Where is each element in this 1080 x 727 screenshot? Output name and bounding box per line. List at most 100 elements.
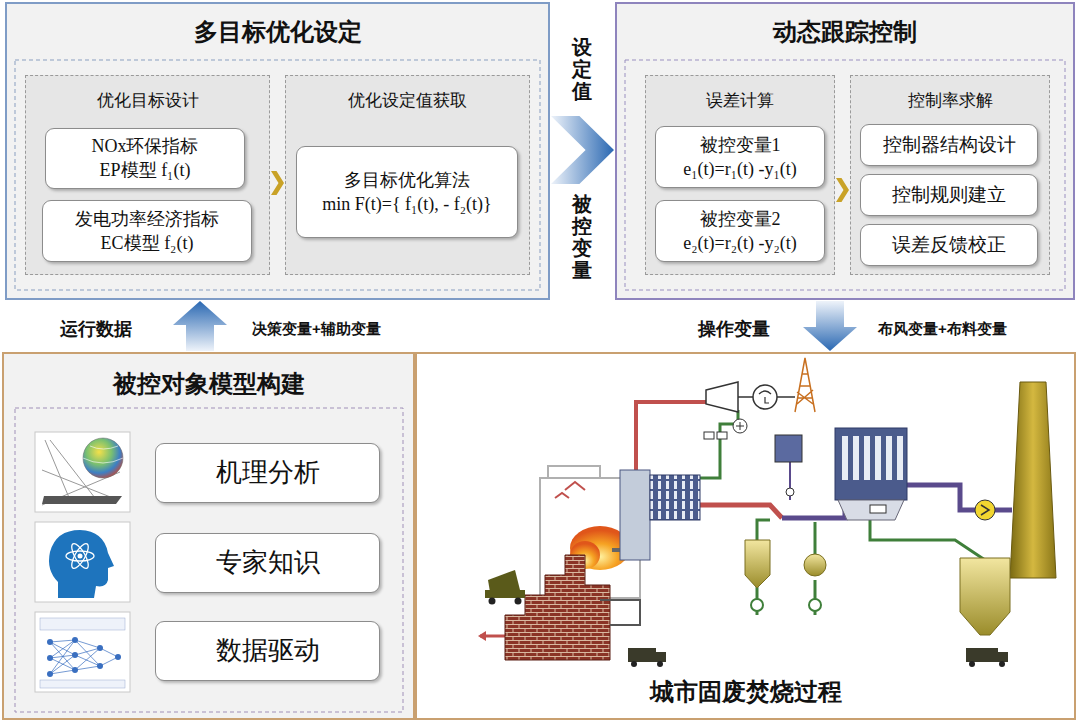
process-box: 误差反馈校正: [860, 224, 1038, 266]
drawing-part: [69, 541, 92, 570]
process-box: 控制器结构设计: [860, 124, 1038, 166]
data-driven-icon: [35, 612, 130, 692]
drawing-part: [555, 482, 585, 498]
drawing-part: [870, 505, 886, 513]
box-text: 数据驱动: [216, 633, 320, 668]
drawing-part: [999, 661, 1005, 667]
drawing-part: [998, 652, 1008, 662]
drawing-part: [515, 598, 522, 605]
drawing-part: [72, 652, 78, 658]
drawing-part: [853, 436, 859, 480]
drawing-part: [485, 590, 525, 598]
expert-icon: [35, 522, 130, 602]
drawing-part: [745, 540, 770, 588]
drawing-part: [47, 639, 53, 645]
drawing-part: [969, 661, 975, 667]
section-panel: 被控对象模型构建机理分析专家知识数据驱动: [2, 352, 415, 720]
drawing-part: [2, 352, 415, 720]
drawing-part: [995, 508, 1012, 513]
box-text: 专家知识: [216, 545, 320, 580]
drawing-part: [628, 648, 666, 662]
mechanism-icon: [35, 432, 130, 512]
process-box: 机理分析: [155, 443, 380, 503]
drawing-part: [1010, 382, 1056, 578]
drawing-part: [40, 680, 125, 688]
drawing-part: [809, 599, 821, 611]
drawing-part: [620, 470, 650, 560]
drawing-part: [47, 671, 53, 677]
drawing-part: [650, 475, 700, 520]
drawing-part: [625, 60, 1065, 290]
drawing-part: [50, 640, 118, 674]
drawing-part: [777, 396, 795, 398]
drawing-part: [115, 654, 121, 660]
drawing-part: [717, 432, 727, 439]
box-text: 控制规则建立: [892, 182, 1006, 208]
drawing-part: [35, 432, 130, 512]
drawing-part: [83, 446, 123, 463]
edge-label: 设定值: [572, 36, 592, 102]
section-panel: 城市固废焚烧过程: [415, 352, 1076, 720]
drawing-part: [704, 432, 714, 439]
drawing-part: [905, 485, 975, 510]
box-text: 机理分析: [216, 455, 320, 490]
process-box: 被控变量2 e₂(t)=r₂(t) -y₂(t): [655, 200, 825, 262]
group-box: 控制率求解控制器结构设计控制规则建立误差反馈校正: [850, 75, 1050, 275]
drawing-part: [960, 558, 1010, 635]
drawing-part: [736, 422, 744, 430]
drawing-part: [47, 655, 53, 661]
box-text: 误差反馈校正: [892, 232, 1006, 258]
drawing-part: [835, 428, 907, 500]
process-box: 被控变量1 e₁(t)=r₁(t) -y₁(t): [655, 126, 825, 188]
drawing-part: [66, 551, 94, 561]
drawing-part: [870, 520, 985, 560]
drawing-part: [50, 640, 118, 674]
drawing-part: [97, 663, 103, 669]
drawing-part: [636, 402, 706, 470]
panel-title: 优化设定值获取: [286, 89, 529, 112]
drawing-part: [757, 520, 770, 540]
flow-arrow: [173, 301, 227, 351]
section-panel: 多目标优化设定优化目标设计NOx环保指标 EP模型 f₁(t)发电功率经济指标 …: [5, 2, 550, 300]
box-text: NOx环保指标 EP模型 f₁(t): [92, 134, 199, 183]
drawing-part: [656, 652, 666, 662]
panel-title: 被控对象模型构建: [4, 368, 413, 400]
drawing-part: [78, 554, 83, 559]
drawing-part: [505, 555, 610, 660]
drawing-part: [15, 60, 540, 290]
drawing-part: [15, 408, 403, 712]
drawing-part: [485, 570, 525, 598]
drawing-part: [897, 436, 903, 480]
annotation-label: 决策变量+辅助变量: [252, 320, 381, 339]
panel-title: 城市固废焚烧过程: [417, 676, 1074, 708]
drawing-part: [733, 419, 747, 433]
drawing-part: [69, 541, 92, 570]
edge-label: 操作变量: [698, 317, 770, 341]
drawing-part: [42, 496, 122, 504]
chevron-arrow: [836, 178, 849, 202]
process-box: 控制规则建立: [860, 174, 1038, 216]
drawing-part: [83, 438, 123, 478]
drawing-part: [886, 436, 892, 480]
drawing-part: [35, 612, 130, 692]
drawing-part: [700, 424, 735, 478]
drawing-part: [35, 522, 130, 602]
group-box: 优化设定值获取多目标优化算法 min F(t)={ f₁(t), - f₂(t)…: [285, 75, 530, 275]
drawing-part: [875, 436, 881, 480]
drawing-part: [615, 2, 1075, 300]
process-box: 多目标优化算法 min F(t)={ f₁(t), - f₂(t)}: [296, 146, 518, 238]
drawing-part: [775, 435, 802, 462]
panel-title: 控制率求解: [851, 89, 1049, 112]
drawing-part: [631, 661, 637, 667]
drawing-part: [838, 500, 904, 520]
drawing-part: [966, 648, 1008, 662]
process-box: 专家知识: [155, 533, 380, 593]
process-box: 发电功率经济指标 EC模型 f₂(t): [42, 200, 252, 262]
drawing-part: [795, 358, 815, 412]
drawing-part: [700, 505, 782, 518]
drawing-part: [49, 530, 114, 598]
drawing-part: [657, 661, 663, 667]
drawing-part: [981, 505, 989, 515]
box-text: 被控变量1 e₁(t)=r₁(t) -y₁(t): [683, 133, 796, 182]
